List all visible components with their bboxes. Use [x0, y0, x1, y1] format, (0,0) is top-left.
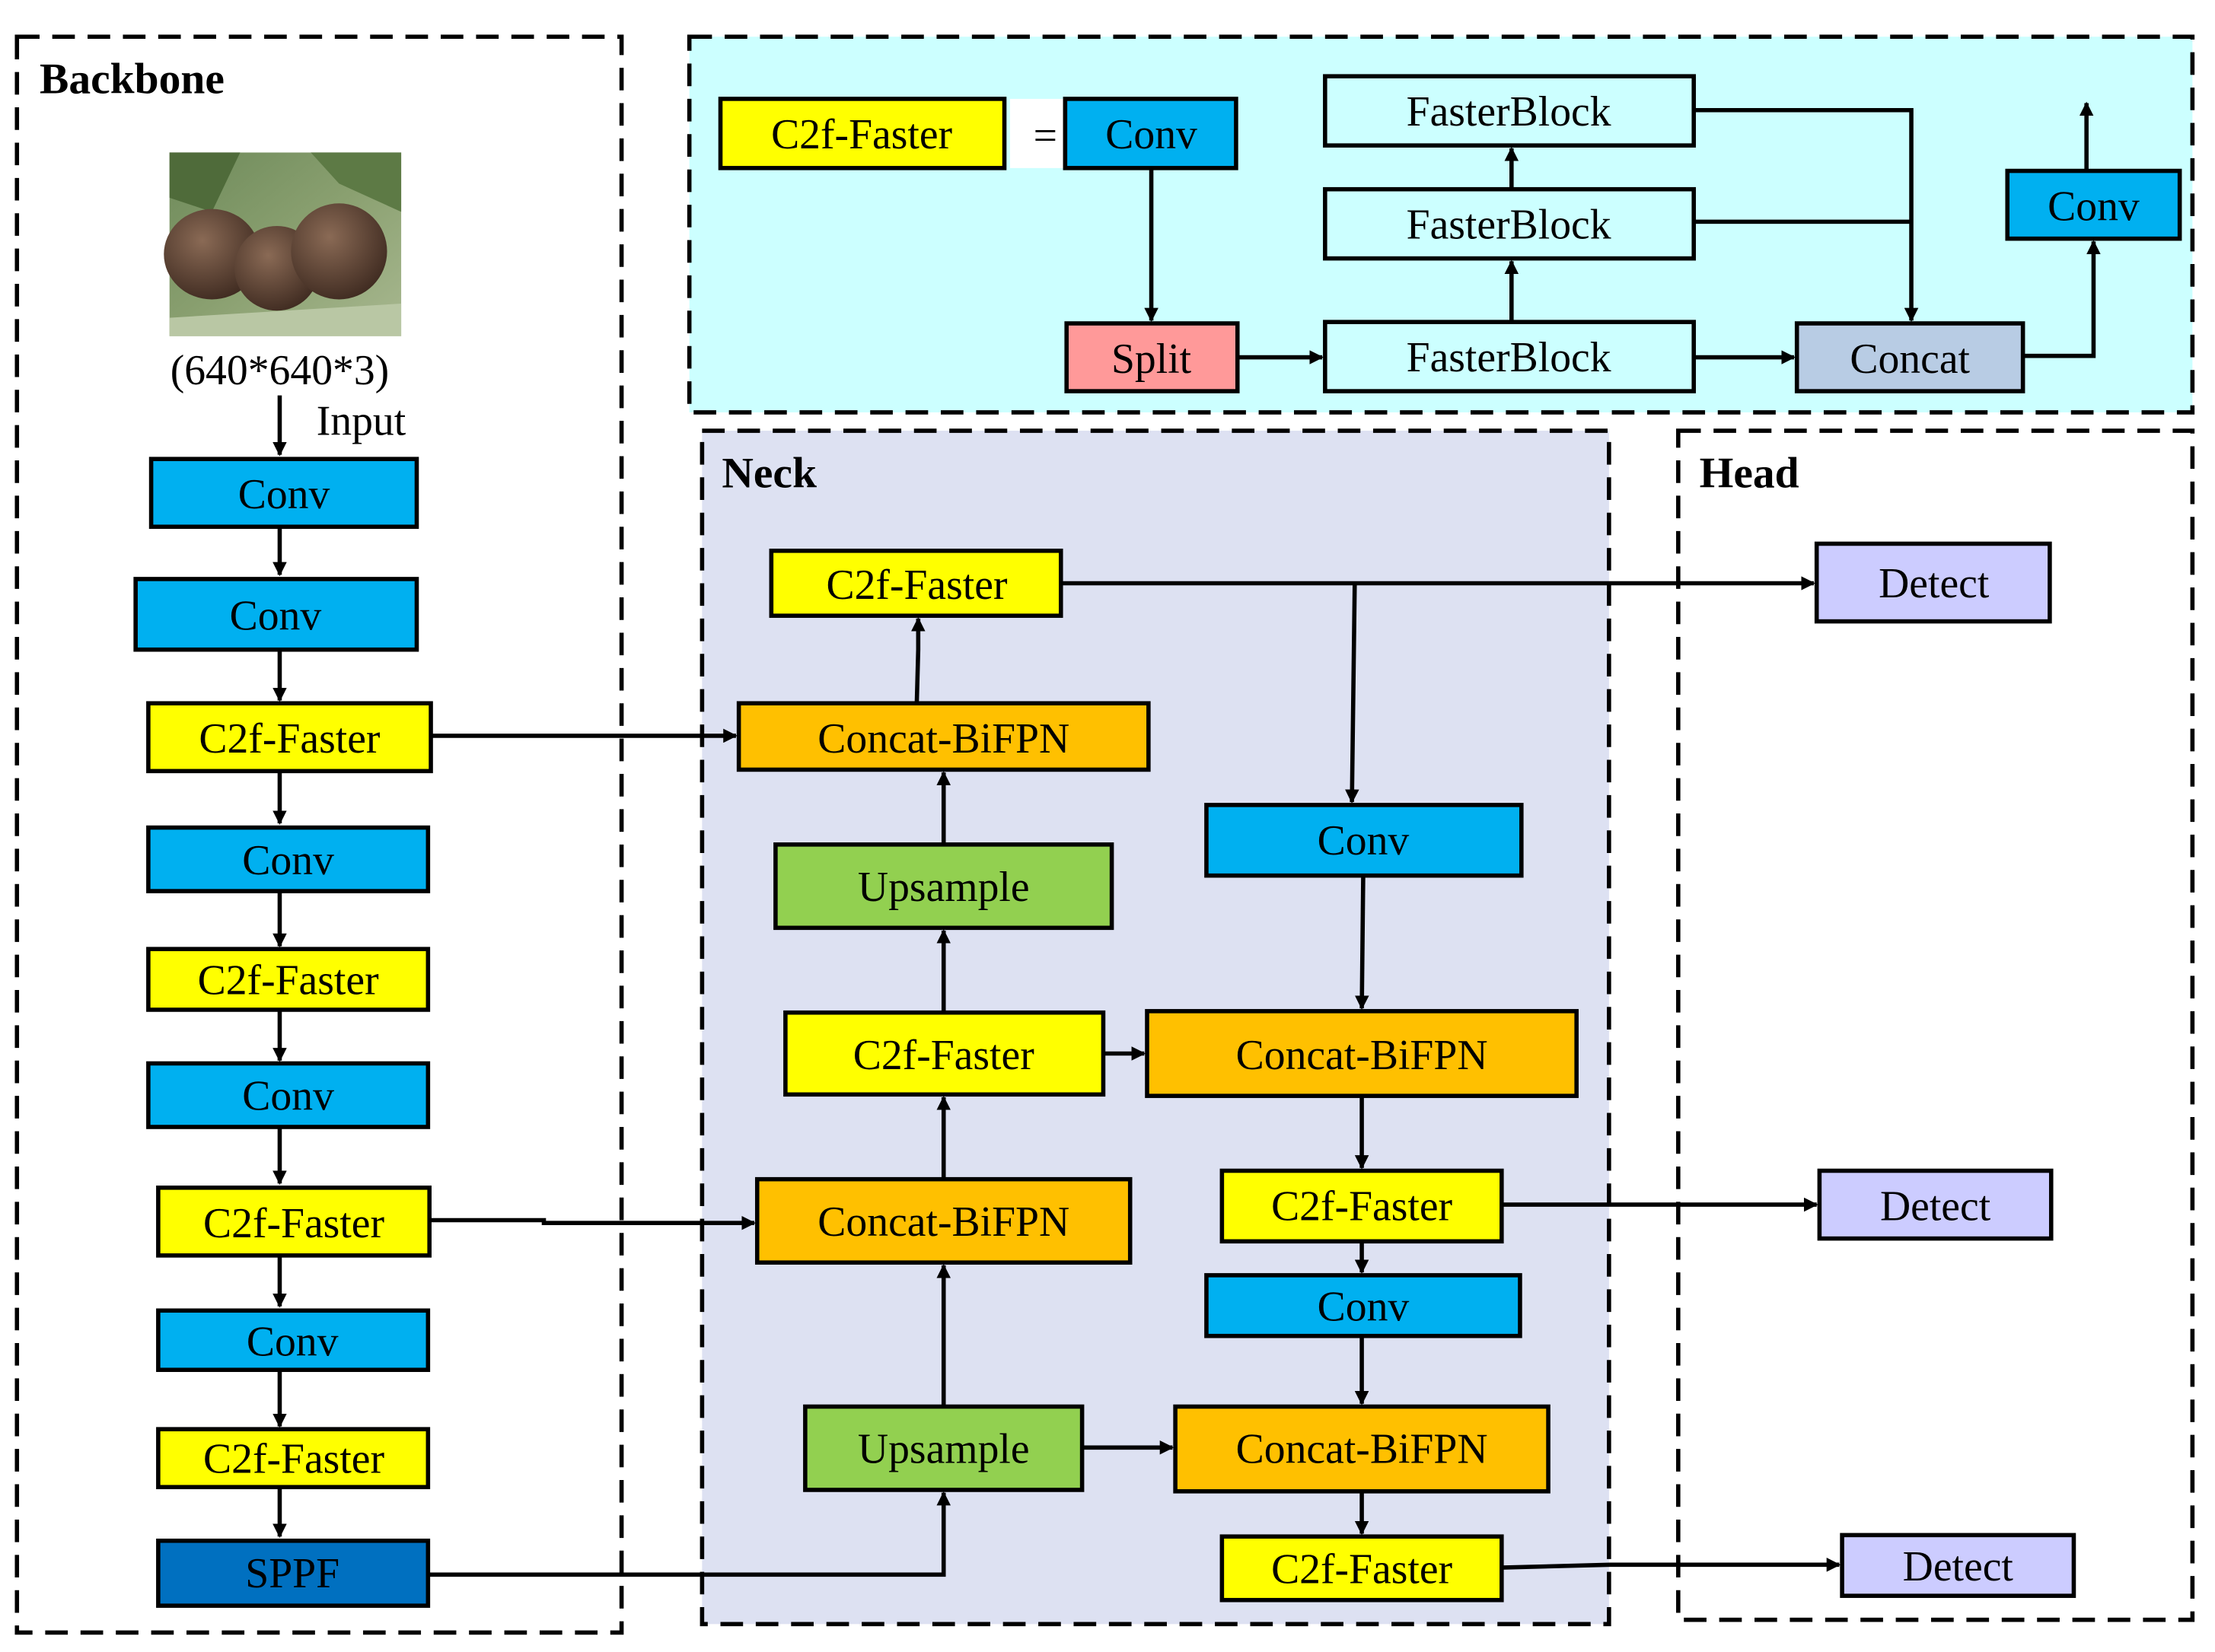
module-equals-sign: =: [1034, 113, 1057, 160]
backbone-sppf: [156, 1539, 431, 1608]
backbone-conv-2: [133, 577, 419, 652]
neck-right-c2f-faster-2: [1219, 1534, 1504, 1603]
neck-mid-concat-bifpn: [754, 1176, 1133, 1265]
backbone-conv-5-label: Conv: [247, 1319, 339, 1366]
neck-upsample-2: [803, 1404, 1085, 1492]
head-blocks: Detect Detect Detect: [1814, 541, 2076, 1598]
backbone-conv-4: [146, 1061, 431, 1129]
module-conv-out: [2005, 168, 2182, 241]
neck-top-concat-bifpn-label: Concat-BiFPN: [817, 715, 1069, 762]
backbone-conv-4-label: Conv: [242, 1073, 334, 1120]
neck-right-c2f-faster-1-label: C2f-Faster: [1271, 1183, 1452, 1230]
head-detect-1-label: Detect: [1879, 560, 1990, 607]
backbone-c2f-faster-2-label: C2f-Faster: [198, 957, 379, 1004]
backbone-c2f-faster-1: [146, 701, 433, 774]
head-panel: [1676, 428, 2195, 1622]
head-detect-2: [1817, 1168, 2054, 1241]
neck-blocks: C2f-Faster Concat-BiFPN Upsample C2f-Fas…: [736, 549, 1579, 1603]
neck-right-concat-bifpn-2-label: Concat-BiFPN: [1236, 1426, 1488, 1473]
module-fasterblock-2-label: FasterBlock: [1407, 202, 1611, 249]
head-detect-3: [1840, 1533, 2076, 1598]
backbone-sppf-label: SPPF: [245, 1550, 339, 1597]
module-conv-in-label: Conv: [1105, 111, 1197, 158]
backbone-conv-5: [156, 1308, 431, 1373]
neck-right-concat-bifpn-2: [1173, 1404, 1550, 1494]
module-concat: [1794, 321, 2025, 393]
neck-top-c2f-faster-label: C2f-Faster: [826, 562, 1007, 609]
c2f-faster-module: C2f-Faster = Conv Split FasterBlock Fast…: [718, 74, 2182, 393]
backbone-conv-1-label: Conv: [238, 471, 330, 518]
connectors: [272, 101, 2101, 1577]
module-fasterblock-1-label: FasterBlock: [1407, 334, 1611, 381]
backbone-title: Backbone: [40, 55, 225, 103]
backbone-c2f-faster-1-label: C2f-Faster: [199, 715, 380, 762]
neck-upsample-1-label: Upsample: [858, 864, 1030, 911]
head-detect-2-label: Detect: [1880, 1183, 1991, 1230]
backbone-c2f-faster-4-label: C2f-Faster: [203, 1436, 384, 1483]
neck-upsample-1: [773, 842, 1114, 931]
backbone-conv-2-label: Conv: [230, 593, 322, 640]
module-fasterblock-2: [1323, 186, 1697, 261]
neck-right-concat-bifpn-1: [1145, 1009, 1579, 1098]
input-size-label: (640*640*3): [171, 347, 390, 394]
backbone-panel: [14, 34, 624, 1635]
module-conv-out-label: Conv: [2048, 183, 2140, 231]
neck-right-conv-2-label: Conv: [1318, 1283, 1410, 1330]
neck-upsample-2-label: Upsample: [858, 1426, 1030, 1473]
module-c2f-faster-label: C2f-Faster: [771, 111, 952, 158]
module-equals-box: [1009, 98, 1064, 168]
module-split: [1064, 321, 1240, 393]
input-label: Input: [317, 398, 406, 445]
backbone-c2f-faster-2: [146, 947, 431, 1012]
neck-top-c2f-faster: [769, 549, 1063, 618]
neck-top-concat-bifpn: [736, 701, 1151, 772]
module-fasterblock-1: [1323, 320, 1697, 393]
neck-mid-concat-bifpn-label: Concat-BiFPN: [817, 1198, 1069, 1246]
head-detect-3-label: Detect: [1903, 1543, 2014, 1590]
module-fasterblock-3-label: FasterBlock: [1407, 88, 1611, 135]
neck-right-conv-2: [1204, 1273, 1522, 1338]
neck-right-conv-1: [1204, 803, 1524, 878]
neck-mid-c2f-faster-label: C2f-Faster: [853, 1032, 1034, 1079]
module-c2f-faster: [718, 97, 1007, 170]
backbone-conv-3-label: Conv: [242, 837, 334, 884]
neck-right-concat-bifpn-1-label: Concat-BiFPN: [1236, 1032, 1488, 1079]
module-conv-in: [1063, 97, 1238, 170]
neck-right-conv-1-label: Conv: [1318, 817, 1410, 864]
module-split-label: Split: [1111, 336, 1192, 383]
module-concat-label: Concat: [1850, 336, 1970, 383]
backbone-c2f-faster-4: [156, 1427, 431, 1490]
module-fasterblock-3: [1323, 74, 1697, 148]
backbone-conv-1: [148, 457, 419, 530]
neck-title: Neck: [722, 449, 817, 497]
head-detect-1: [1814, 541, 2052, 624]
backbone-c2f-faster-3-label: C2f-Faster: [203, 1200, 384, 1247]
backbone-c2f-faster-3: [156, 1186, 432, 1258]
backbone-conv-3: [146, 825, 431, 893]
neck-right-c2f-faster-2-label: C2f-Faster: [1271, 1545, 1452, 1593]
backbone-blocks: Conv Conv C2f-Faster Conv C2f-Faster Con…: [133, 457, 433, 1608]
kiwifruit-photo-icon: [164, 152, 402, 336]
neck-mid-c2f-faster: [783, 1010, 1106, 1097]
neck-right-c2f-faster-1: [1219, 1168, 1504, 1244]
head-title: Head: [1700, 449, 1799, 497]
